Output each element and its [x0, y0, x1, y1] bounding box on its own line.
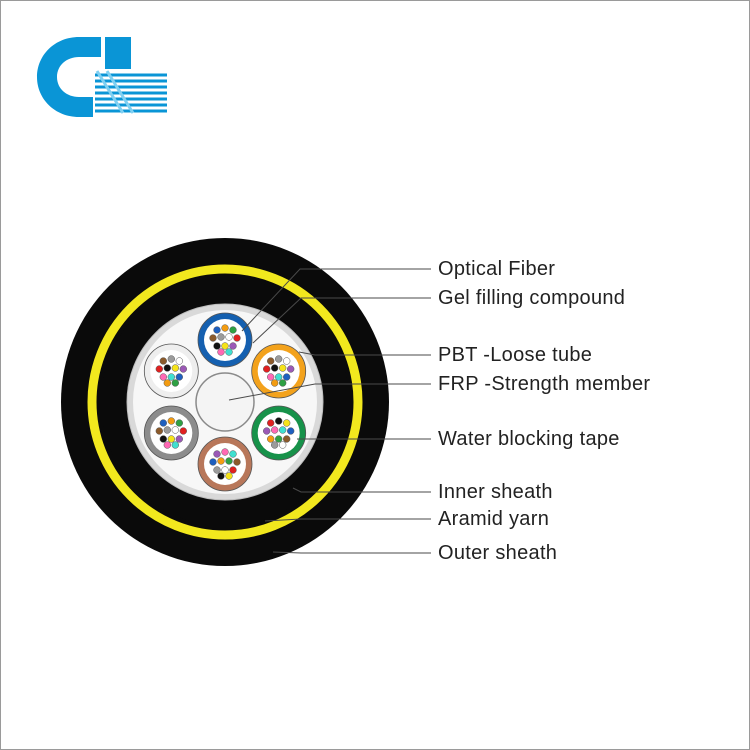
fiber — [229, 326, 237, 334]
label-pbt-loose-tube: PBT -Loose tube — [438, 344, 593, 366]
fiber — [279, 441, 287, 449]
fiber — [167, 373, 175, 381]
label-inner-sheath: Inner sheath — [438, 481, 553, 503]
fiber — [279, 426, 287, 434]
fiber — [175, 373, 183, 381]
fiber — [225, 333, 233, 341]
logo-stripes — [95, 70, 167, 114]
fiber — [225, 472, 233, 480]
fiber — [217, 348, 225, 356]
aramid-yarn-ring — [87, 264, 363, 540]
fiber — [217, 333, 225, 341]
fiber — [213, 466, 221, 474]
leader-inner-sheath — [292, 487, 431, 493]
fiber — [287, 427, 295, 435]
fiber — [271, 379, 279, 387]
fiber — [209, 458, 217, 466]
fiber — [229, 450, 237, 458]
logo-c-shape — [37, 37, 101, 117]
fiber — [209, 334, 217, 342]
fiber — [267, 357, 275, 365]
label-outer-sheath: Outer sheath — [438, 542, 558, 564]
fiber — [213, 450, 221, 458]
fiber — [275, 435, 283, 443]
fiber — [213, 342, 221, 350]
fiber — [175, 435, 183, 443]
fiber — [271, 364, 279, 372]
fiber — [155, 427, 163, 435]
fiber — [233, 458, 241, 466]
fiber — [171, 426, 179, 434]
fiber — [159, 419, 167, 427]
fiber — [283, 435, 291, 443]
fiber — [155, 365, 163, 373]
fiber — [275, 355, 283, 363]
fiber — [283, 419, 291, 427]
frp-strength-member — [195, 372, 255, 432]
fiber — [221, 324, 229, 332]
fiber — [221, 342, 229, 350]
fiber — [163, 441, 171, 449]
leader-gel-filling-compound — [252, 297, 431, 344]
fiber — [171, 379, 179, 387]
leader-frp-strength-member — [228, 383, 431, 401]
fiber — [171, 364, 179, 372]
fiber — [163, 379, 171, 387]
fiber — [167, 435, 175, 443]
fiber — [217, 457, 225, 465]
fiber — [263, 427, 271, 435]
label-optical-fiber: Optical Fiber — [438, 258, 556, 280]
fiber — [275, 373, 283, 381]
label-gel-filling-compound: Gel filling compound — [438, 287, 626, 309]
fiber — [163, 426, 171, 434]
fiber — [267, 373, 275, 381]
fiber — [213, 326, 221, 334]
leader-optical-fiber — [241, 268, 431, 332]
fiber — [271, 441, 279, 449]
fiber — [267, 435, 275, 443]
fiber — [179, 365, 187, 373]
fiber — [221, 448, 229, 456]
fiber — [217, 472, 225, 480]
fiber — [287, 365, 295, 373]
logo-block — [105, 37, 131, 69]
fiber — [267, 419, 275, 427]
fiber — [167, 417, 175, 425]
fiber — [229, 342, 237, 350]
fiber — [225, 457, 233, 465]
fiber — [275, 417, 283, 425]
company-logo — [37, 37, 167, 117]
fiber — [163, 364, 171, 372]
fiber — [167, 355, 175, 363]
label-water-blocking-tape: Water blocking tape — [438, 428, 620, 450]
fiber — [159, 435, 167, 443]
leader-outer-sheath — [272, 551, 431, 554]
fiber — [279, 364, 287, 372]
fiber — [225, 348, 233, 356]
label-aramid-yarn: Aramid yarn — [438, 508, 550, 530]
fiber — [263, 365, 271, 373]
fiber — [233, 334, 241, 342]
label-frp-strength-member: FRP -Strength member — [438, 373, 651, 395]
fiber — [159, 357, 167, 365]
fiber — [271, 426, 279, 434]
fiber — [283, 357, 291, 365]
fiber — [229, 466, 237, 474]
leader-pbt-loose-tube — [298, 351, 431, 356]
fiber — [283, 373, 291, 381]
fiber — [159, 373, 167, 381]
fiber — [175, 357, 183, 365]
fiber — [175, 419, 183, 427]
fiber — [171, 441, 179, 449]
leader-aramid-yarn — [264, 518, 431, 522]
fiber — [221, 466, 229, 474]
fiber — [279, 379, 287, 387]
fiber — [179, 427, 187, 435]
